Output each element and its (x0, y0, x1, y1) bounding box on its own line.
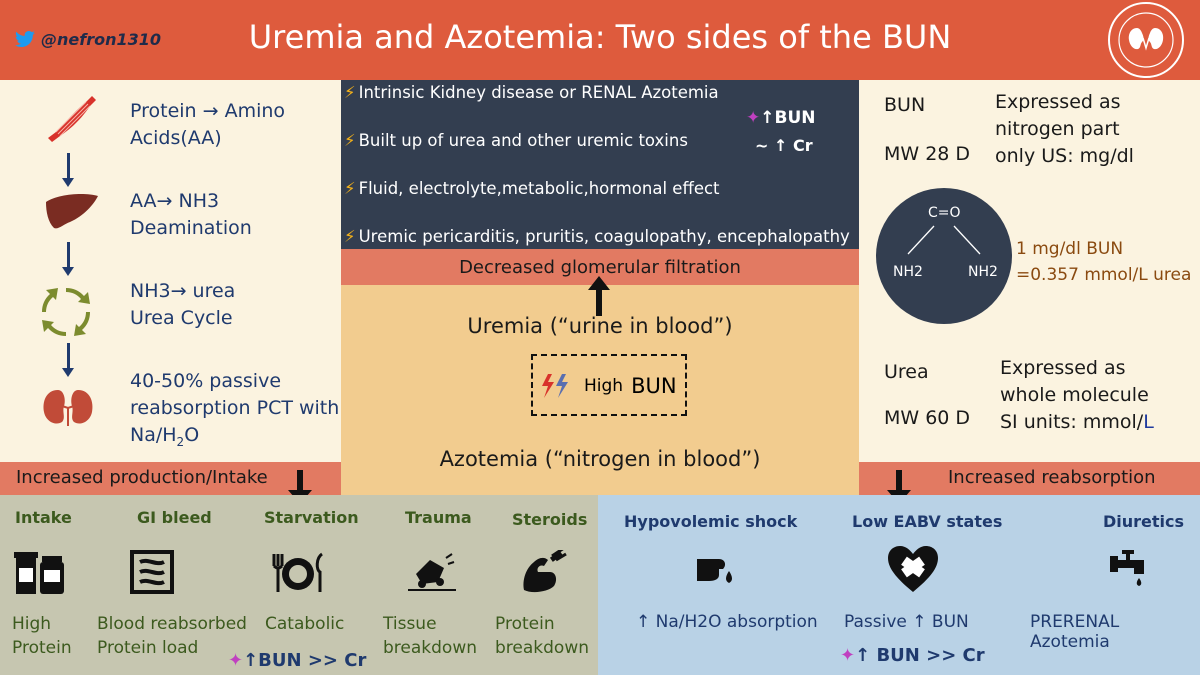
muscle-icon (42, 92, 98, 148)
kidney-logo-icon (1118, 12, 1174, 68)
bun-center-panel (341, 285, 859, 495)
molecule-nh2-right: NH2 (968, 264, 998, 280)
hand-drop-icon (695, 555, 737, 593)
twitter-handle[interactable]: @nefron1310 (14, 30, 161, 49)
bullet-item: ⚡Fluid, electrolyte,metabolic,hormonal e… (344, 179, 720, 198)
kidney-icon (40, 386, 96, 432)
handle-text: @nefron1310 (41, 30, 162, 49)
bullet-item: ⚡Uremic pericarditis, pruritis, coagulop… (344, 227, 850, 246)
cause-title-gi-bleed: GI bleed (137, 508, 212, 527)
cause-title-hypovolemic-shock: Hypovolemic shock (624, 512, 798, 531)
urea-mw: MW 60 D (884, 407, 971, 429)
production-label: Increased production/Intake (16, 467, 268, 488)
bullet-item: ⚡Intrinsic Kidney disease or RENAL Azote… (344, 83, 719, 102)
molecule-nh2-left: NH2 (893, 264, 923, 280)
reabsorption-causes-panel (598, 495, 1200, 675)
reabsorption-label: Increased reabsorption (948, 467, 1156, 488)
faucet-icon (1108, 548, 1154, 592)
bun-up-label: ✦↑BUN (746, 108, 816, 128)
high-bun-box (531, 354, 687, 416)
bun-label: BUN (884, 94, 926, 116)
nephrology-logo (1108, 2, 1184, 78)
arm-injection-icon (520, 546, 568, 598)
lightning-icon: ⚡ (344, 131, 356, 150)
cause-title-steroids: Steroids (512, 510, 588, 529)
uremia-label: Uremia (“urine in blood”) (467, 314, 733, 338)
lightning-pair-icon (542, 374, 568, 398)
cause-title-starvation: Starvation (264, 508, 359, 527)
sparkle-icon: ✦ (746, 108, 761, 128)
flow-arrow (62, 343, 74, 377)
flow-arrow (62, 153, 74, 187)
azotemia-label: Azotemia (“nitrogen in blood”) (439, 447, 761, 471)
cause-desc-hypovolemic-shock: ↑ Na/H2O absorption (636, 612, 818, 632)
twitter-bird-icon (15, 30, 35, 47)
bun-cr-ratio-left: ✦↑BUN >> Cr (228, 650, 367, 671)
uremia-panel (341, 80, 859, 249)
page-title: Uremia and Azotemia: Two sides of the BU… (248, 18, 952, 56)
urea-molecule (876, 188, 1012, 324)
reabsorption-band (859, 462, 1200, 495)
cause-desc-diuretics: PRERENAL Azotemia (1030, 612, 1120, 652)
molecule-carbonyl: C=O (928, 205, 961, 221)
production-band (0, 462, 341, 495)
flow-arrow (62, 242, 74, 276)
bun-mw: MW 28 D (884, 143, 971, 165)
food-jars-icon (14, 548, 66, 600)
sparkle-icon: ✦ (228, 650, 244, 671)
up-arrow-icon (588, 276, 610, 320)
sparkle-icon: ✦ (840, 645, 856, 666)
bun-cr-ratio-right: ✦↑ BUN >> Cr (840, 645, 985, 666)
bandaged-heart-icon (886, 544, 940, 598)
cause-desc-low-eabv: Passive ↑ BUN (844, 612, 969, 632)
urea-cycle-icon (38, 284, 94, 344)
lightning-icon: ⚡ (344, 179, 356, 198)
urea-label: Urea (884, 361, 929, 383)
cause-title-intake: Intake (15, 508, 72, 527)
cause-desc-starvation: Catabolic (265, 614, 345, 634)
intestine-icon (126, 548, 178, 600)
header-bar (0, 0, 1200, 80)
cause-title-low-eabv: Low EABV states (852, 512, 1003, 531)
cause-title-diuretics: Diuretics (1103, 512, 1185, 531)
cause-title-trauma: Trauma (405, 508, 472, 527)
crash-icon (408, 552, 456, 596)
bullet-item: ⚡Built up of urea and other uremic toxin… (344, 131, 688, 150)
gfr-band: Decreased glomerular filtration (341, 249, 859, 285)
empty-plate-icon (270, 552, 326, 598)
liver-icon (44, 192, 100, 236)
lightning-icon: ⚡ (344, 83, 356, 102)
high-bun-content: High BUN (540, 374, 677, 398)
cr-up-label: ~ ↑ Cr (755, 136, 813, 155)
step4-text: 40-50% passive reabsorption PCT with Na/… (130, 370, 340, 449)
lightning-icon: ⚡ (344, 227, 356, 246)
conversion-text: 1 mg/dl BUN=0.357 mmol/L urea (1016, 239, 1192, 285)
